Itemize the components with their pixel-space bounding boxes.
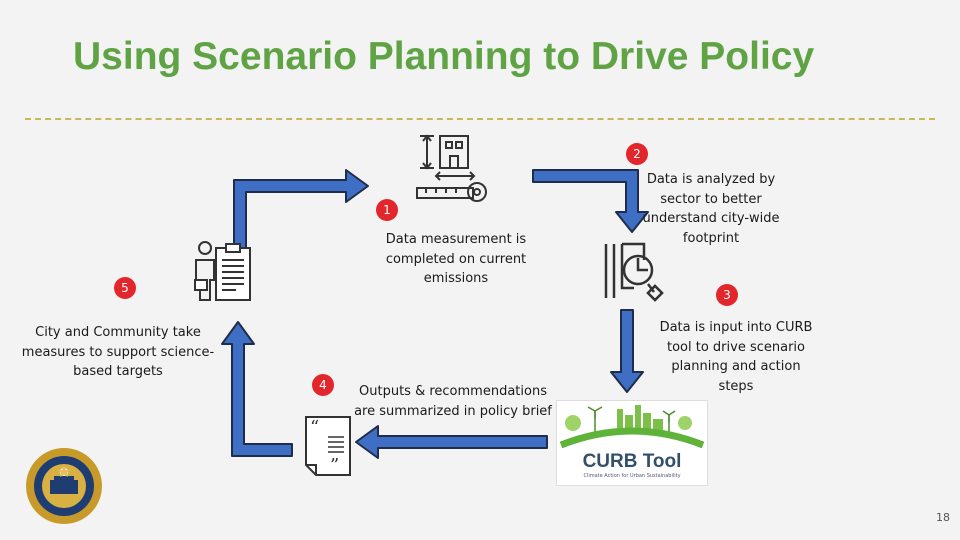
step-5-badge: 5: [114, 277, 136, 299]
step-4-caption: Outputs & recommendations are summarized…: [354, 384, 552, 419]
arrow-1-to-2: [532, 169, 649, 233]
analysis-chart-icon: [604, 242, 664, 302]
step-1-caption: Data measurement is completed on current…: [385, 232, 527, 286]
quote-document-icon: “ ”: [305, 416, 351, 476]
slide-title: Using Scenario Planning to Drive Policy: [73, 35, 815, 78]
arrow-2-to-3: [610, 309, 644, 393]
step-5-caption: City and Community take measures to supp…: [21, 325, 215, 379]
building-measure-icon: [416, 134, 487, 202]
curb-logo-name: CURB Tool: [582, 451, 682, 472]
step-3-caption: Data is input into CURB tool to drive sc…: [659, 320, 813, 394]
arrow-3-to-4: [355, 425, 548, 459]
step-1-badge: 1: [376, 199, 398, 221]
svg-text:”: ”: [330, 455, 339, 476]
title-divider: [25, 118, 935, 120]
curb-tool-logo: CURB Tool Climate Action for Urban Susta…: [556, 400, 708, 486]
city-seal-icon: [26, 448, 102, 524]
curb-logo-tagline: Climate Action for Urban Sustainability: [583, 473, 681, 479]
curb-skyline-icon: [559, 405, 705, 449]
arrow-5-to-1: [233, 169, 369, 249]
worker-clipboard-icon: [194, 241, 251, 301]
step-2-caption: Data is analyzed by sector to better und…: [642, 172, 780, 246]
arrow-4-to-5: [221, 321, 293, 457]
page-number: 18: [936, 511, 950, 524]
step-3-badge: 3: [716, 284, 738, 306]
step-4-badge: 4: [312, 374, 334, 396]
svg-text:“: “: [310, 417, 319, 438]
step-2-badge: 2: [626, 143, 648, 165]
